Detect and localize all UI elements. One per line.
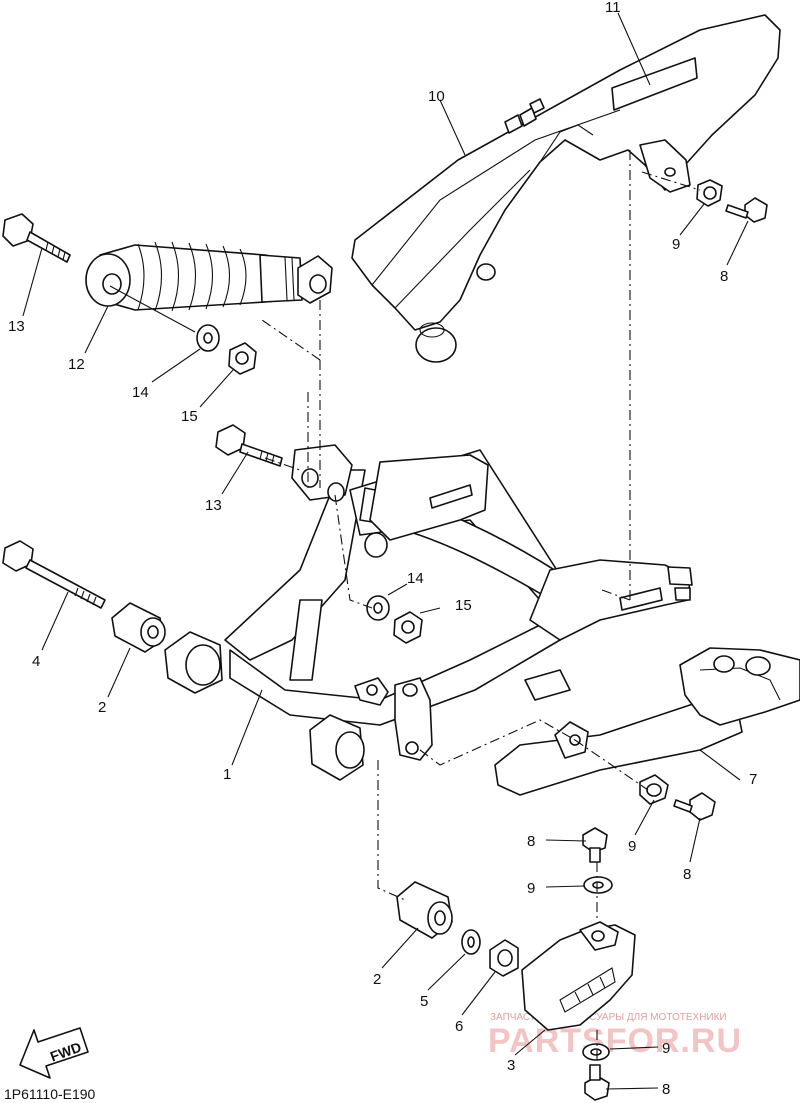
callout-15: 15 — [181, 408, 198, 425]
chain-protector — [494, 647, 800, 796]
swingarm-washer-nut — [366, 595, 423, 644]
callout-5: 5 — [420, 993, 428, 1010]
watermark-brand: PARTSFOR.RU — [488, 1022, 742, 1060]
callout-9: 9 — [527, 880, 535, 897]
guard-fasteners — [696, 179, 768, 223]
slider-fasteners — [639, 774, 716, 821]
leader-lines — [22, 12, 749, 1090]
callout-12: 12 — [68, 356, 85, 373]
diagram-code: 1P61110-E190 — [4, 1086, 96, 1102]
watermark: PARTSFOR.RU ЗАПЧАСТИ И АКСЕССУАРЫ ДЛЯ МО… — [488, 1012, 742, 1060]
shock-washer-nut — [196, 324, 257, 375]
pivot-washer-nut — [461, 929, 519, 977]
swingarm — [164, 444, 693, 781]
alignment-lines — [261, 150, 701, 1060]
bushing-lower — [396, 881, 453, 939]
chain-guard — [351, 14, 781, 363]
callout-10: 10 — [428, 88, 445, 105]
shock-upper-bolt — [2, 213, 71, 263]
callout-1: 1 — [223, 766, 231, 783]
callout-15: 15 — [455, 597, 472, 614]
shock-lower-bolt — [215, 424, 283, 467]
pivot-shaft-bolt — [2, 540, 106, 609]
callout-14: 14 — [407, 570, 424, 587]
watermark-tagline: ЗАПЧАСТИ И АКСЕССУАРЫ ДЛЯ МОТОТЕХНИКИ — [490, 1012, 727, 1023]
callout-6: 6 — [455, 1018, 463, 1035]
callout-3: 3 — [507, 1057, 515, 1074]
callout-9: 9 — [662, 1040, 670, 1057]
rear-shock-absorber — [85, 241, 333, 333]
callout-9: 9 — [628, 838, 636, 855]
callout-13: 13 — [205, 497, 222, 514]
chain-support — [521, 921, 636, 1031]
callout-9: 9 — [672, 236, 680, 253]
support-fasteners — [582, 827, 613, 1101]
callouts: 11 10 9 8 13 12 14 15 13 14 15 4 2 1 7 9… — [8, 0, 757, 1098]
bushing-upper — [111, 602, 166, 653]
callout-4: 4 — [32, 653, 40, 670]
callout-13: 13 — [8, 318, 25, 335]
callout-2: 2 — [98, 699, 106, 716]
callout-14: 14 — [132, 384, 149, 401]
callout-7: 7 — [749, 771, 757, 788]
callout-11: 11 — [605, 0, 621, 16]
callout-8: 8 — [527, 833, 535, 850]
callout-8: 8 — [720, 268, 728, 285]
callout-2: 2 — [373, 971, 381, 988]
callout-8: 8 — [662, 1081, 670, 1098]
callout-8: 8 — [683, 866, 691, 883]
fwd-arrow: FWD — [19, 1027, 89, 1079]
